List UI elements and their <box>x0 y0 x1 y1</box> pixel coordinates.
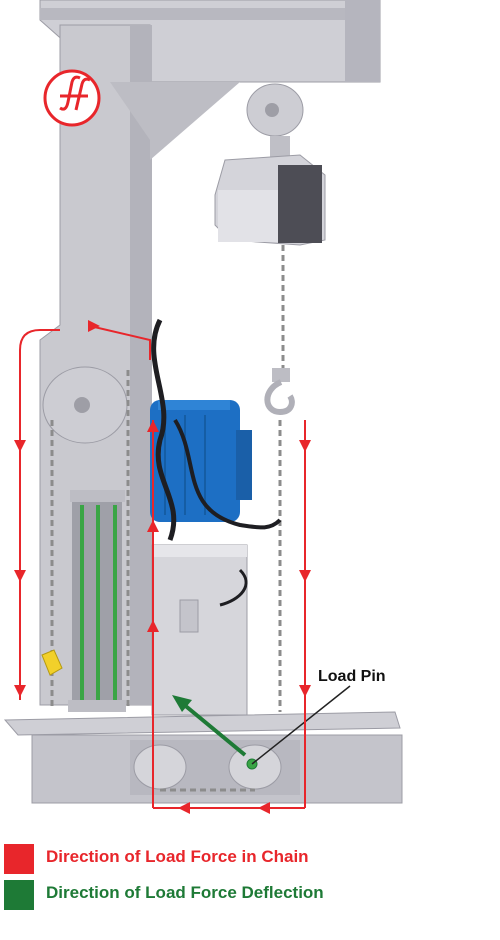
legend-item-deflection-force: Direction of Load Force Deflection <box>0 880 500 910</box>
hoist-body <box>214 154 326 246</box>
trolley <box>246 83 304 158</box>
legend-label: Direction of Load Force in Chain <box>46 847 309 866</box>
electric-motor <box>150 318 282 541</box>
base-frame <box>3 711 403 804</box>
legend-label: Direction of Load Force Deflection <box>46 883 324 902</box>
company-logo-icon <box>43 69 101 127</box>
hoist-diagram <box>3 0 403 814</box>
yellow-shackle <box>41 649 63 676</box>
load-pin-label: Load Pin <box>318 668 386 685</box>
deflection-force-arrow <box>172 695 247 757</box>
chain-force-arrowheads <box>14 320 311 814</box>
legend-item-chain-force: Direction of Load Force in Chain <box>0 844 500 874</box>
legend-swatch-green <box>4 880 34 910</box>
frame-column <box>39 24 240 706</box>
load-pin-leader <box>251 685 351 765</box>
hook <box>264 368 295 416</box>
hydraulic-tank <box>151 544 248 716</box>
legend-swatch-red <box>4 844 34 874</box>
right-chain <box>278 245 285 712</box>
left-sprocket <box>42 366 128 444</box>
hydraulic-cylinder <box>68 490 126 712</box>
